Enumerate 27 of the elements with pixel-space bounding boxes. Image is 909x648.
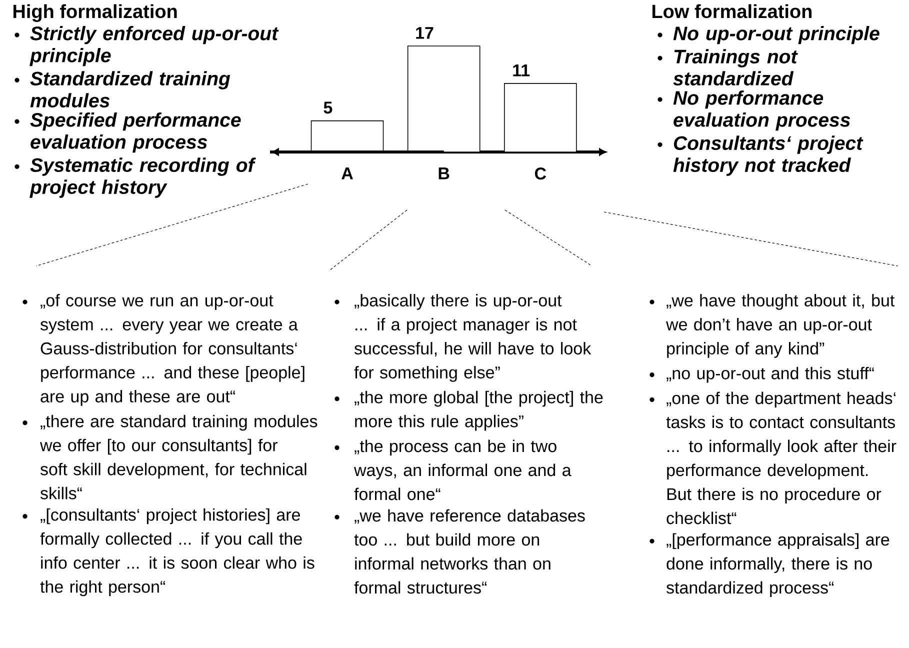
quote-item: „of course we run an up-or-out system ... every year we create a Gauss-distribution for consultants‘ performance ... and these [people] are up and these are out“ bbox=[40, 294, 304, 406]
quote-item: „there are standard training modules we offer [to our consultants] for soft skill development, for technical skills“ bbox=[40, 414, 318, 500]
bullet-item: Systematic recording of project history bbox=[30, 158, 256, 198]
data-label: 5 bbox=[324, 102, 332, 114]
x-tick-label: B bbox=[438, 168, 450, 180]
quote-item: „[consultants‘ project histories] are formally collected ... if you call the info center ... it is soon clear who is the right person“ bbox=[40, 508, 314, 596]
quote-item: „no up-or-out and this stuff“ bbox=[666, 366, 874, 383]
data-label: 11 bbox=[513, 64, 530, 76]
quote-item: „the more global [the project] the more this rule applies” bbox=[354, 390, 603, 431]
quote-item: „[performance appraisals] are done informally, there is no standardized process“ bbox=[666, 533, 890, 598]
quote-item: „one of the department heads‘ tasks is to contact consultants ... to informally look after their performance development. But there is no procedure or checklist“ bbox=[666, 392, 896, 524]
quote-item: „we have thought about it, but we don’t have an up-or-out principle of any kind” bbox=[666, 294, 895, 358]
quote-item: „we have reference databases too ... but build more on informal networks than on formal structures“ bbox=[354, 509, 585, 594]
quote-item: „basically there is up-or-out ... if a project manager is not successful, he will have to look for something else” bbox=[354, 294, 592, 382]
list-heading: High formalization bbox=[13, 4, 177, 22]
bullet-item: Strictly enforced up-or-out principle bbox=[30, 26, 279, 66]
x-tick-label: A bbox=[342, 168, 353, 180]
quote-item: „the process can be in two ways, an informal one and a formal one“ bbox=[354, 440, 572, 500]
bullet-item: Consultants‘ project history not tracked bbox=[673, 136, 864, 176]
list-heading: Low formalization bbox=[652, 4, 812, 18]
bullet-item: Standardized training modules bbox=[30, 71, 230, 108]
bullet-item: No performance evaluation process bbox=[673, 90, 850, 131]
x-tick-label: C bbox=[534, 168, 546, 180]
bullet-item: No up-or-out principle bbox=[673, 26, 880, 44]
bullet-item: Trainings not standardized bbox=[673, 49, 798, 86]
data-label: 17 bbox=[416, 27, 434, 39]
bullet-item: Specified performance evaluation process bbox=[30, 112, 241, 153]
